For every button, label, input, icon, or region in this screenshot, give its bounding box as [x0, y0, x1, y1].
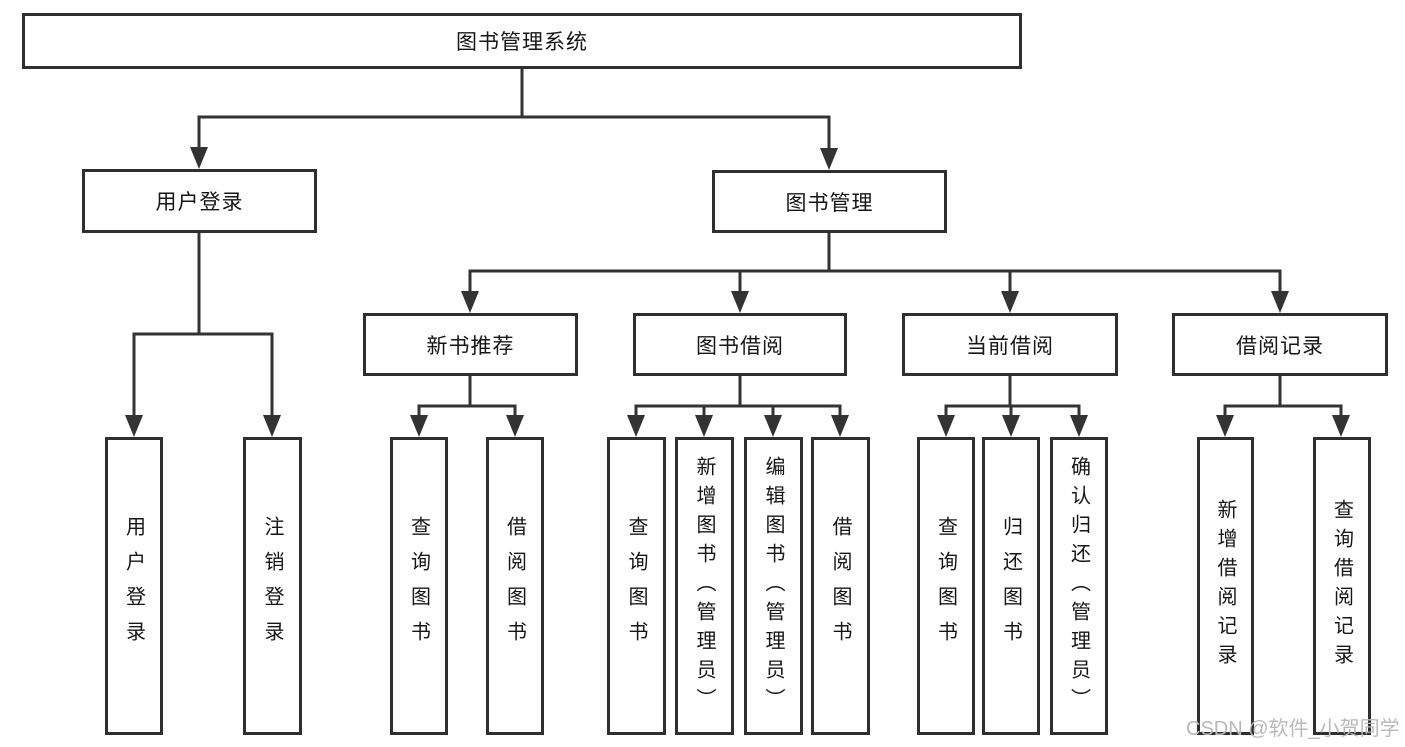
node-label: 新增图书（管理员）	[693, 455, 715, 717]
connector-root-to-level2	[197, 69, 831, 151]
arrow-icon	[627, 415, 645, 437]
arrow-icon	[263, 415, 281, 437]
leaf-user-login: 用户登录	[105, 437, 163, 735]
node-label: 图书管理	[785, 191, 874, 215]
leaf-borrow-books-1: 借阅图书	[486, 437, 544, 735]
arrow-icon	[831, 415, 849, 437]
node-label: 图书管理系统	[456, 31, 588, 54]
connector-user-login-children	[132, 233, 274, 418]
leaf-query-books-1: 查询图书	[390, 437, 448, 735]
node-book-management: 图书管理	[712, 170, 947, 233]
node-user-login: 用户登录	[82, 169, 317, 233]
arrow-icon	[820, 148, 838, 170]
arrow-icon	[125, 415, 143, 437]
leaf-query-books-2: 查询图书	[607, 437, 666, 735]
node-label: 归还图书	[999, 516, 1022, 656]
arrow-icon	[506, 415, 524, 437]
arrow-icon	[1070, 415, 1088, 437]
arrow-icon	[695, 415, 713, 437]
node-current-borrowing: 当前借阅	[902, 313, 1118, 376]
connector-paths	[132, 69, 1343, 418]
arrow-icon	[1002, 415, 1020, 437]
connector-book-borrow-children	[634, 376, 842, 418]
arrow-icon	[731, 291, 749, 313]
leaf-borrow-books-2: 借阅图书	[811, 437, 870, 735]
arrow-icon	[937, 415, 955, 437]
node-label: 新增借阅记录	[1214, 499, 1236, 673]
csdn-watermark: CSDN @软件_小贺同学	[1186, 718, 1400, 740]
node-book-borrowing: 图书借阅	[633, 313, 847, 376]
leaf-add-books-admin: 新增图书（管理员）	[675, 437, 734, 735]
arrow-icon	[1216, 415, 1234, 437]
leaf-edit-books-admin: 编辑图书（管理员）	[744, 437, 803, 735]
arrow-icon	[1271, 291, 1289, 313]
node-label: 编辑图书（管理员）	[762, 455, 784, 717]
connector-borrow-record-children	[1223, 376, 1343, 418]
node-label: 图书借阅	[696, 334, 784, 358]
node-borrowing-records: 借阅记录	[1172, 313, 1388, 376]
node-label: 用户登录	[155, 191, 244, 214]
leaf-query-books-3: 查询图书	[917, 437, 975, 735]
node-label: 当前借阅	[966, 334, 1054, 358]
leaf-logout: 注销登录	[243, 437, 302, 735]
arrow-icon	[190, 147, 208, 169]
arrow-icon	[1332, 415, 1350, 437]
node-library-management-system: 图书管理系统	[22, 13, 1022, 69]
leaf-return-books: 归还图书	[982, 437, 1040, 735]
node-label: 借阅图书	[829, 516, 851, 656]
leaf-confirm-return-admin: 确认归还（管理员）	[1050, 437, 1108, 735]
connector-new-book-rec-children	[417, 376, 517, 418]
arrow-icon	[410, 415, 428, 437]
connector-current-borrow-children	[944, 376, 1081, 418]
node-label: 查询图书	[934, 516, 957, 656]
node-label: 借阅图书	[503, 516, 526, 656]
node-label: 查询借阅记录	[1330, 499, 1353, 673]
node-label: 确认归还（管理员）	[1067, 455, 1090, 717]
arrow-icon	[1001, 291, 1019, 313]
arrow-icon	[764, 415, 782, 437]
connector-arrowheads	[125, 147, 1350, 437]
node-label: 查询图书	[625, 516, 647, 656]
leaf-add-borrow-record: 新增借阅记录	[1197, 437, 1254, 735]
node-label: 借阅记录	[1236, 334, 1324, 358]
node-label: 注销登录	[261, 516, 283, 656]
node-label: 查询图书	[407, 516, 430, 656]
node-label: 新书推荐	[426, 334, 515, 358]
connector-book-mgmt-children	[468, 233, 1282, 294]
leaf-query-borrow-record: 查询借阅记录	[1313, 437, 1371, 735]
node-new-book-recommend: 新书推荐	[363, 313, 578, 376]
arrow-icon	[461, 291, 479, 313]
node-label: 用户登录	[122, 516, 145, 656]
